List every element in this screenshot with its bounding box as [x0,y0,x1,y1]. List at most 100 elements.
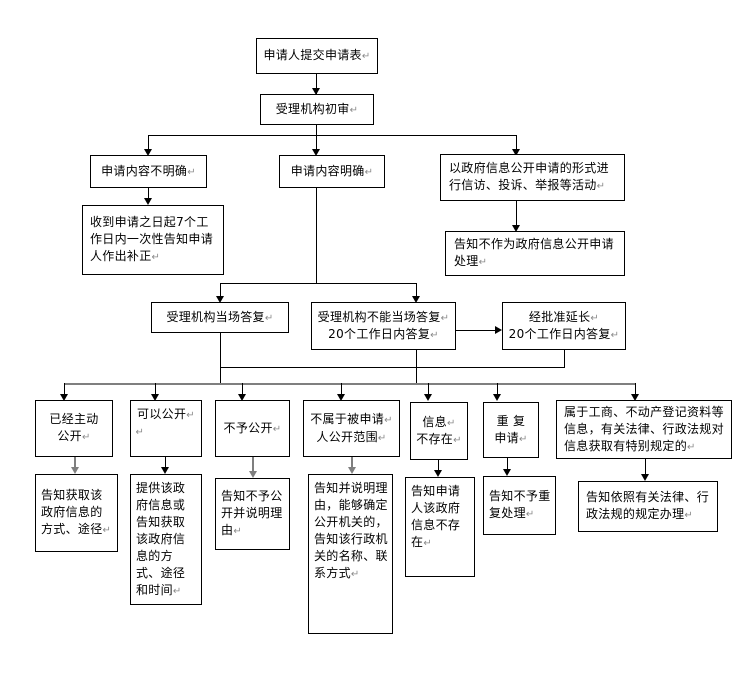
arrowhead-cat-special-rules [631,394,639,401]
node-as-disclosure-form[interactable]: 以政府信息公开申请的形式进行信访、投诉、举报等活动↵ [440,154,625,201]
pilcrow-mark: ↵ [151,252,161,264]
arrowhead-out-follow-laws [641,474,649,481]
node-cat-may-disclose[interactable]: 可以公开↵ ↵ [130,400,202,457]
connector-categories-bus [64,383,636,385]
node-content-unclear-label: 申请内容不明确 [101,163,188,178]
node-out-not-exist[interactable]: 告知申请人该政府信息不存在↵ [405,477,475,577]
pilcrow-mark: ↵ [377,432,387,444]
connector-cat6-to-out6 [507,458,508,473]
connector-cat3-drop [242,383,243,399]
node-cat-repeat-request[interactable]: 重 复 申请↵ [483,402,539,458]
node-approved-extension-line2: 20个工作日内答复 [508,327,611,341]
node-cat-out-of-scope[interactable]: 不属于被申请↵ 人公开范围↵ [303,400,400,457]
connector-cannot-down [416,350,417,383]
connector-review-right-drop [516,135,517,153]
connector-cat4-drop [341,383,342,399]
node-out-tell-access[interactable]: 告知获取该政府信息的方式、途径↵ [35,474,118,552]
node-cat-already-public-line1: 已经主动 [49,412,99,427]
pilcrow-mark: ↵ [233,526,242,538]
connector-clear-stem [316,188,317,284]
connector-cat2-to-out2 [165,457,166,471]
node-cat-already-public[interactable]: 已经主动 公开↵ [35,400,113,457]
connector-clear-bus [220,283,416,284]
connector-form-to-nottreated [516,201,517,230]
node-out-provide-or-tell[interactable]: 提供该政府信息或告知获取该政府信息的方式、途径和时间↵ [130,474,202,605]
node-out-no-repeat-label: 告知不予重复处理 [489,489,551,521]
node-notify-supplement-label: 收到申请之日起7个工作日内一次性告知申请人作出补正 [90,215,214,264]
connector-review-left-drop [148,135,149,153]
connector-cat6-drop [497,383,498,399]
connector-cat1-to-out1 [74,457,76,471]
node-not-treated-label: 告知不作为政府信息公开申请处理 [454,237,614,269]
pilcrow-mark: ↵ [610,330,620,341]
node-cat-out-of-scope-line2: 人公开范围 [316,429,378,444]
node-submit-application[interactable]: 申请人提交申请表↵ [256,38,378,74]
connector-clear-left-drop [220,283,221,301]
node-notify-supplement[interactable]: 收到申请之日起7个工作日内一次性告知申请人作出补正↵ [82,205,224,275]
node-cannot-reply-line2: 20个工作日内答复 [328,327,431,341]
pilcrow-mark: ↵ [81,432,91,444]
arrowhead-not-treated [512,225,520,232]
arrowhead-approved-extension [495,326,502,334]
connector-cat7-drop [635,383,636,399]
node-out-follow-laws[interactable]: 告知依照有关法律、行政法规的规定办理↵ [578,481,718,532]
node-onsite-reply-label: 受理机构当场答复 [166,309,265,324]
pilcrow-mark: ↵ [187,166,196,178]
node-cannot-reply-onsite[interactable]: 受理机构不能当场答复↵ 20个工作日内答复↵ [311,302,456,350]
node-out-no-repeat[interactable]: 告知不予重复处理↵ [483,476,556,535]
arrowhead-cat-repeat [493,394,501,401]
connector-cat4-to-out4 [351,457,353,471]
pilcrow-mark: ↵ [349,104,359,116]
arrowhead-out-reason-and-org [348,467,356,474]
connector-cat5-drop [428,383,429,399]
pilcrow-mark: ↵ [430,330,439,341]
node-not-treated-as-request[interactable]: 告知不作为政府信息公开申请处理↵ [445,231,625,276]
node-out-provide-or-tell-label: 提供该政府信息或告知获取该政府信息的方式、途径和时间 [136,481,186,598]
arrowhead-out-no-repeat [503,469,511,476]
node-cat-special-rules-label: 属于工商、不动产登记资料等信息，有关法律、行政法规对信息获取有特别规定的 [564,404,724,453]
node-out-follow-laws-label: 告知依照有关法律、行政法规的规定办理 [586,490,710,522]
pilcrow-mark: ↵ [350,569,360,581]
arrowhead-cat-may-disclose [151,394,159,401]
pilcrow-mark: ↵ [272,423,282,435]
connector-extension-down [564,350,565,368]
arrowhead-cat-no-disclose [238,394,246,401]
node-content-clear[interactable]: 申请内容明确↵ [279,155,385,188]
connector-cat5-to-out5 [438,460,439,474]
arrowhead-content-clear [312,149,320,156]
arrowhead-cannot-reply-onsite [412,296,420,303]
pilcrow-mark: ↵ [361,51,371,63]
connector-review-stem [316,125,317,136]
node-cat-special-rules[interactable]: 属于工商、不动产登记资料等信息，有关法律、行政法规对信息获取有特别规定的↵ [556,400,732,459]
pilcrow-mark-empty-line: ↵ [135,427,145,439]
connector-cat7-to-out7 [645,459,646,478]
node-onsite-reply[interactable]: 受理机构当场答复↵ [151,302,289,333]
connector-submit-to-review [316,74,317,94]
pilcrow-mark: ↵ [590,312,600,324]
node-out-refuse-reason[interactable]: 告知不予公开并说明理由↵ [215,478,290,550]
node-cat-not-exist-line1: 信息 [422,414,447,429]
node-out-not-exist-label: 告知申请人该政府信息不存在 [411,484,461,550]
node-initial-review[interactable]: 受理机构初审↵ [260,94,374,125]
node-content-unclear[interactable]: 申请内容不明确↵ [90,155,207,188]
arrowhead-cat-not-exist [424,394,432,401]
arrowhead-cat-out-of-scope [337,394,345,401]
pilcrow-mark: ↵ [478,257,488,269]
connector-extension-join [220,367,565,368]
node-out-reason-and-org-label: 告知并说明理由，能够确定公开机关的，告知该行政机关的名称、联系方式 [314,481,388,581]
node-cat-no-disclose[interactable]: 不予公开↵ [215,400,290,457]
node-approved-extension[interactable]: 经批准延长↵ 20个工作日内答复↵ [502,302,626,350]
pilcrow-mark: ↵ [687,441,696,453]
node-cat-out-of-scope-line1: 不属于被申请 [310,412,385,427]
node-out-reason-and-org[interactable]: 告知并说明理由，能够确定公开机关的，告知该行政机关的名称、联系方式↵ [308,474,393,634]
pilcrow-mark: ↵ [453,435,462,446]
arrowhead-content-unclear [144,149,152,156]
node-cat-not-exist[interactable]: 信息↵ 不存在↵ [410,402,468,460]
arrowhead-supplement [144,198,152,205]
arrowhead-review [312,88,320,95]
connector-clear-right-drop [416,283,417,301]
node-approved-extension-line1: 经批准延长 [528,309,591,324]
connector-cat1-drop [64,383,65,399]
arrowhead-out-refuse-reason [249,471,257,478]
connector-review-mid-drop [316,135,317,153]
